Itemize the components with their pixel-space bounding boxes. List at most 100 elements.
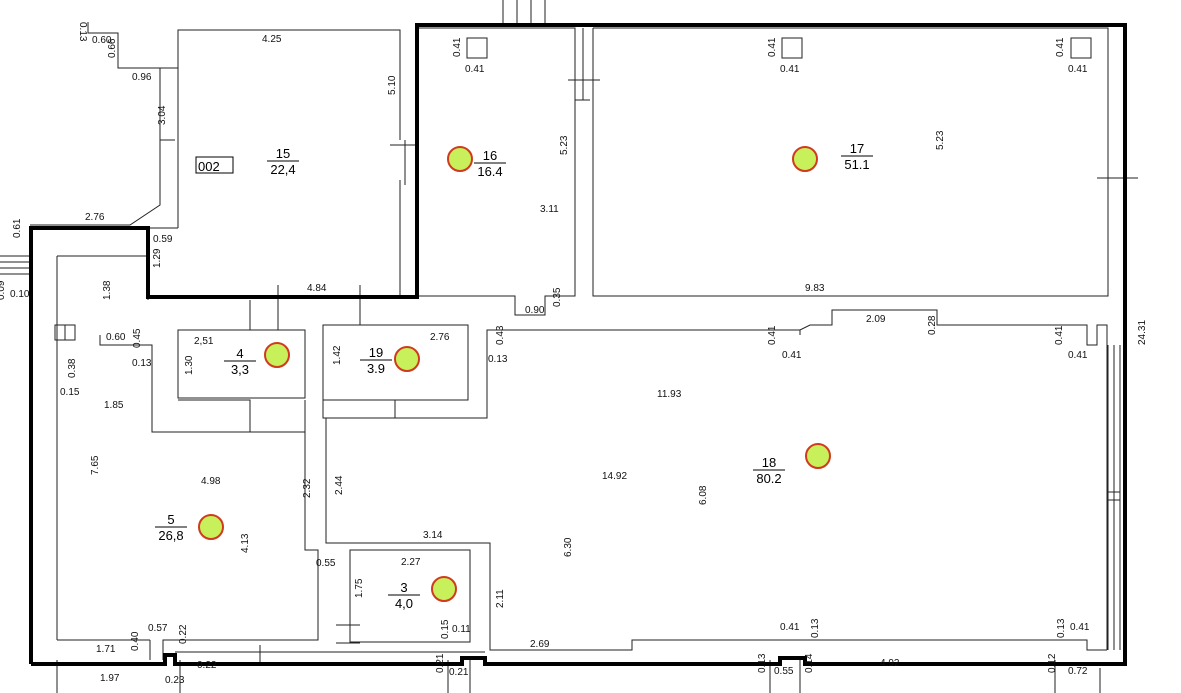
dimension-label: 0.55 bbox=[774, 666, 794, 677]
dimension-label: 11.93 bbox=[657, 389, 682, 400]
dimension-label: 0.41 bbox=[452, 37, 463, 57]
dimension-label: 0.22 bbox=[178, 624, 189, 644]
dimension-label: 0.41 bbox=[780, 64, 800, 75]
room-17-marker bbox=[792, 146, 818, 172]
dimension-label: 0.23 bbox=[165, 675, 185, 686]
room-15-number: 15 bbox=[276, 146, 290, 161]
dimension-label: 3.04 bbox=[157, 105, 168, 125]
room-17-number: 17 bbox=[850, 141, 864, 156]
room-5-marker bbox=[198, 514, 224, 540]
room-3-area: 4,0 bbox=[395, 596, 413, 611]
room-5-number: 5 bbox=[167, 512, 174, 527]
dimension-label: 2.76 bbox=[85, 212, 105, 223]
dimension-label: 0.66 bbox=[107, 38, 118, 58]
room-markers bbox=[198, 146, 831, 602]
dimension-label: 4.92 bbox=[880, 658, 900, 669]
dimension-label: 0.41 bbox=[780, 622, 800, 633]
dimension-label: 0.41 bbox=[767, 325, 778, 345]
room-16-area: 16.4 bbox=[477, 164, 502, 179]
dimension-label: 0.35 bbox=[552, 287, 563, 307]
dimension-label: 0.15 bbox=[440, 619, 451, 639]
dimension-label: 2,51 bbox=[194, 336, 214, 347]
dimension-label: 1.75 bbox=[354, 578, 365, 598]
dimension-label: 0.59 bbox=[153, 234, 173, 245]
dimension-label: 0.55 bbox=[316, 558, 336, 569]
dimension-label: 0.10 bbox=[10, 289, 30, 300]
dimension-label: 1.29 bbox=[152, 248, 163, 268]
dimension-label: 5.23 bbox=[559, 135, 570, 155]
dimension-label: 1.71 bbox=[96, 644, 116, 655]
room-18-number: 18 bbox=[762, 455, 776, 470]
dimension-label: 0.13 bbox=[488, 354, 508, 365]
dimension-label: 0.45 bbox=[132, 328, 143, 348]
room-19-number: 19 bbox=[369, 345, 383, 360]
dimension-label: 0.60 bbox=[92, 35, 112, 46]
dimension-label: 0.09 bbox=[0, 280, 7, 300]
dimension-label: 4.98 bbox=[201, 476, 221, 487]
dimension-label: 2.32 bbox=[302, 478, 313, 498]
dimension-label: 9.83 bbox=[805, 283, 825, 294]
room-3-number: 3 bbox=[400, 580, 407, 595]
room-17-area: 51.1 bbox=[844, 157, 869, 172]
dimension-label: 1.30 bbox=[184, 355, 195, 375]
dimension-label: 6.08 bbox=[698, 485, 709, 505]
room-18-marker bbox=[805, 443, 831, 469]
dimension-label: 0.90 bbox=[525, 305, 545, 316]
dimension-label: 0.57 bbox=[148, 623, 168, 634]
dimension-label: 0.13 bbox=[810, 618, 821, 638]
dimension-label: 0.41 bbox=[1055, 37, 1066, 57]
building-tag: 002 bbox=[198, 159, 220, 174]
room-16-marker bbox=[447, 146, 473, 172]
dimension-label: 0.13 bbox=[1056, 618, 1067, 638]
dimension-label: 0.41 bbox=[767, 37, 778, 57]
dimension-label: 0.28 bbox=[927, 315, 938, 335]
dimension-label: 0.41 bbox=[1068, 350, 1088, 361]
dimension-label: 2.09 bbox=[866, 314, 886, 325]
dimension-label: 0.14 bbox=[804, 653, 815, 673]
dimension-label: 4.25 bbox=[262, 34, 282, 45]
dimension-label: 0.13 bbox=[77, 22, 88, 42]
dimension-label: 2.11 bbox=[495, 589, 506, 608]
room-4-number: 4 bbox=[236, 346, 243, 361]
room-19-marker bbox=[394, 346, 420, 372]
room-19-area: 3.9 bbox=[367, 361, 385, 376]
dimension-label: 0.60 bbox=[106, 332, 126, 343]
dimension-label: 0.15 bbox=[60, 387, 80, 398]
dimension-label: 0.40 bbox=[130, 631, 141, 651]
dimension-label: 0.21 bbox=[435, 653, 446, 673]
thick-walls bbox=[29, 23, 1127, 666]
building-tag-box bbox=[195, 156, 234, 174]
dimension-label: 2.69 bbox=[530, 639, 550, 650]
dimension-label: 0.11 bbox=[452, 624, 471, 635]
room-15-area: 22,4 bbox=[270, 162, 295, 177]
dimension-label: 2.76 bbox=[430, 332, 450, 343]
dimension-label: 0.43 bbox=[495, 325, 506, 345]
dimension-label: 1.85 bbox=[104, 400, 124, 411]
dimension-label: 0.41 bbox=[782, 350, 802, 361]
dimension-label: 0.41 bbox=[1070, 622, 1090, 633]
dimension-label: 3.14 bbox=[423, 530, 443, 541]
room-labels: 1522,41616.41751.143,3193.91880.2526,834… bbox=[155, 141, 873, 611]
dimension-label: 14.92 bbox=[602, 471, 627, 482]
dimension-label: 5.23 bbox=[935, 130, 946, 150]
room-3-marker bbox=[431, 576, 457, 602]
dimension-label: 0.38 bbox=[67, 358, 78, 378]
dimension-label: 2.44 bbox=[334, 475, 345, 495]
dimension-label: 1.42 bbox=[332, 345, 343, 365]
dimension-label: 0.72 bbox=[1068, 666, 1088, 677]
dimension-label: 1.97 bbox=[100, 673, 120, 684]
dimension-label: 4.13 bbox=[240, 533, 251, 553]
dimension-label: 1.38 bbox=[102, 280, 113, 300]
dimension-label: 7.65 bbox=[90, 455, 101, 475]
dimension-label: 2.27 bbox=[401, 557, 421, 568]
dimension-label: 0.12 bbox=[1047, 653, 1058, 673]
dimension-label: 24.31 bbox=[1137, 320, 1148, 345]
dimension-label: 0.13 bbox=[757, 653, 768, 673]
room-4-marker bbox=[264, 342, 290, 368]
room-5-area: 26,8 bbox=[158, 528, 183, 543]
dimension-label: 4.84 bbox=[307, 283, 327, 294]
room-16-number: 16 bbox=[483, 148, 497, 163]
room-4-area: 3,3 bbox=[231, 362, 249, 377]
